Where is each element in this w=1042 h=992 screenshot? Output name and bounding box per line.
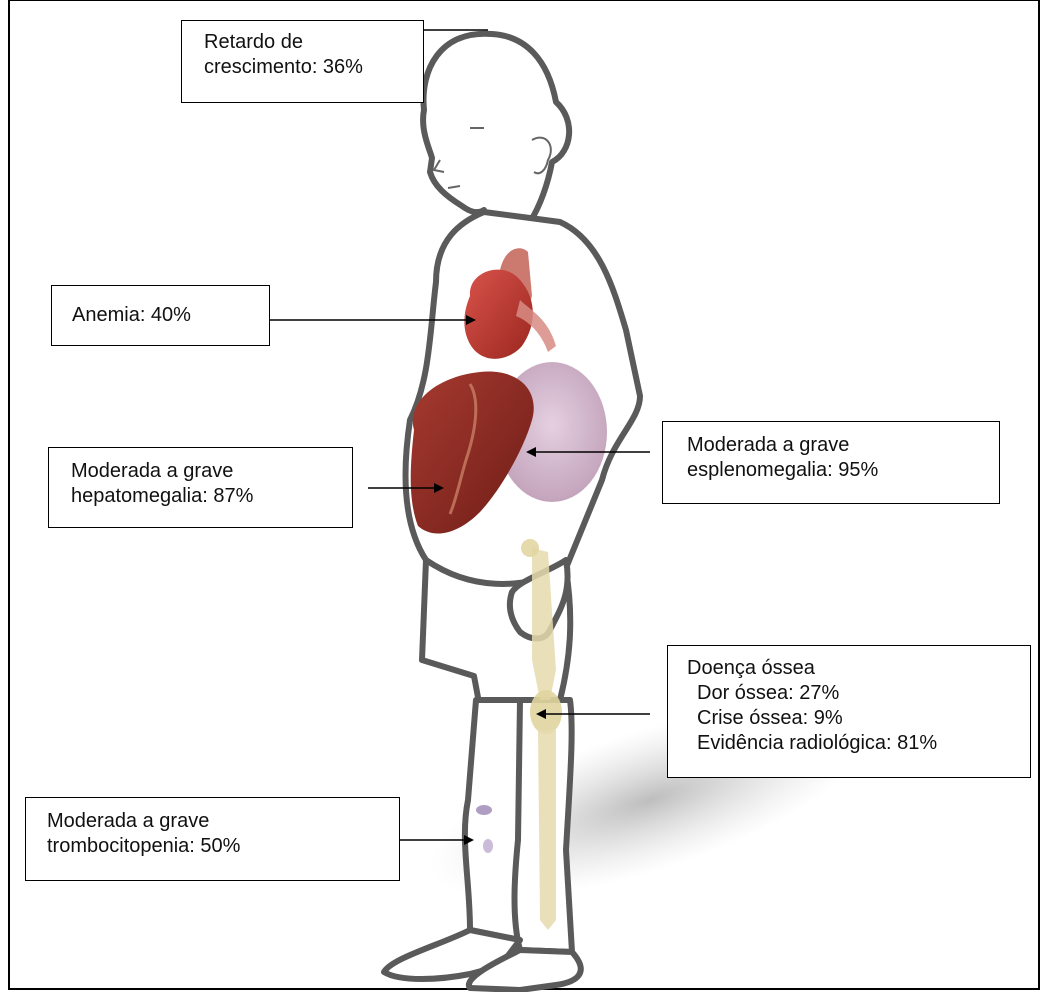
label-anemia-text: Anemia: 40% bbox=[72, 303, 269, 328]
label-hepatomegaly-line-1: Moderada a grave bbox=[71, 459, 352, 484]
label-bone-item-pain: Dor óssea: 27% bbox=[687, 681, 1030, 706]
label-splenomegaly: Moderada a grave esplenomegalia: 95% bbox=[662, 421, 1000, 504]
label-hepatomegaly-line-2: hepatomegalia: 87% bbox=[71, 484, 352, 509]
label-thrombocytopenia: Moderada a grave trombocitopenia: 50% bbox=[25, 797, 400, 881]
label-anemia: Anemia: 40% bbox=[51, 285, 270, 346]
label-hepatomegaly: Moderada a grave hepatomegalia: 87% bbox=[48, 447, 353, 528]
hip-joint bbox=[521, 539, 539, 557]
label-splenomegaly-line-2: esplenomegalia: 95% bbox=[687, 458, 999, 483]
label-growth-line-1: Retardo de bbox=[204, 30, 423, 55]
label-bone-item-radiologic: Evidência radiológica: 81% bbox=[687, 731, 1030, 756]
label-thrombocytopenia-line-2: trombocitopenia: 50% bbox=[47, 834, 399, 859]
head-shape bbox=[423, 34, 569, 230]
label-splenomegaly-line-1: Moderada a grave bbox=[687, 433, 999, 458]
label-bone-disease: Doença óssea Dor óssea: 27% Crise óssea:… bbox=[667, 645, 1031, 778]
label-growth-line-2: crescimento: 36% bbox=[204, 55, 423, 80]
label-bone-title: Doença óssea bbox=[687, 656, 1030, 681]
bruise-mark bbox=[483, 839, 493, 853]
label-thrombocytopenia-line-1: Moderada a grave bbox=[47, 809, 399, 834]
tibia-bone bbox=[538, 730, 556, 930]
bruise-mark bbox=[476, 805, 492, 815]
label-bone-item-crisis: Crise óssea: 9% bbox=[687, 706, 1030, 731]
label-growth-retardation: Retardo de crescimento: 36% bbox=[181, 20, 424, 103]
